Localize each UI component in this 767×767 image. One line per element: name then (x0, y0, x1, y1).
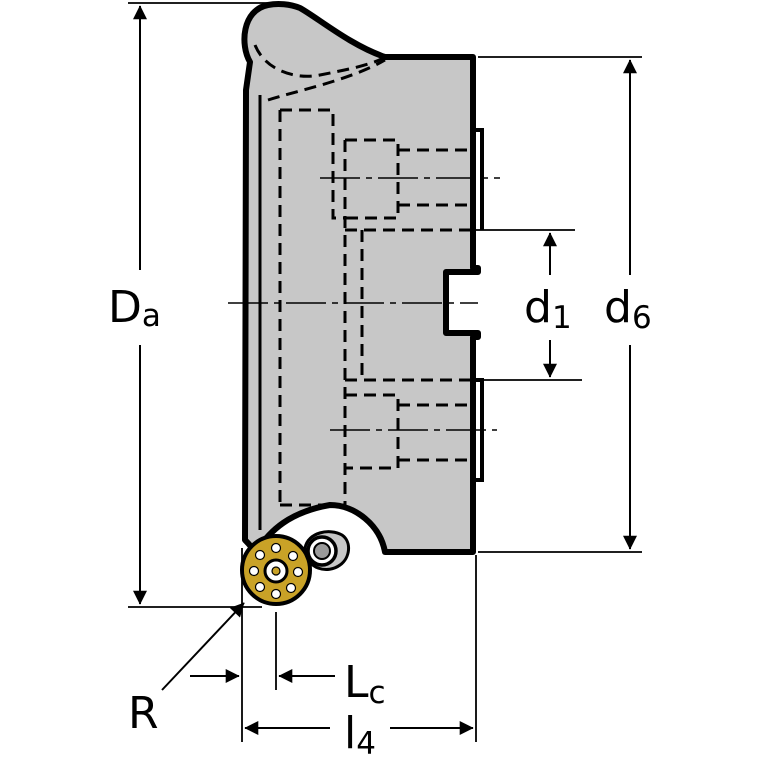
upper-curve (267, 58, 386, 102)
lower-screw-hole (398, 403, 473, 462)
dimension-labels: Da d1 d6 R Lc l4 (108, 282, 652, 762)
top-pocket-arc (253, 44, 386, 78)
inner-bore (343, 138, 400, 505)
label-r: R (128, 688, 159, 739)
label-lc: Lc (344, 657, 386, 711)
r-leader (161, 602, 245, 691)
inner-channel (345, 228, 470, 382)
upper-screw-hole (398, 148, 473, 207)
clamp-screw (303, 530, 350, 571)
lower-pocket (345, 393, 400, 470)
label-da: Da (108, 282, 161, 334)
cutting-insert (240, 534, 312, 606)
label-d6: d6 (604, 282, 652, 336)
label-d1: d1 (524, 282, 572, 336)
center-lines (228, 177, 500, 431)
label-l4: l4 (344, 708, 376, 762)
dimension-lines (133, 5, 637, 735)
hidden-lines (253, 44, 473, 507)
